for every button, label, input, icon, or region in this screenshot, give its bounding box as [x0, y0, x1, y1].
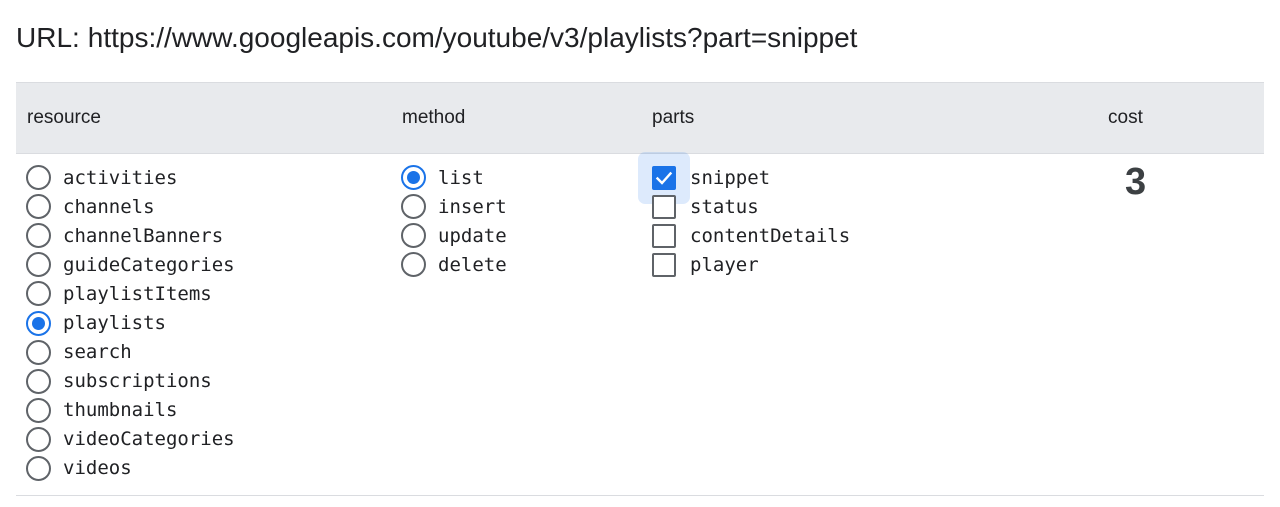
url-line: URL:https://www.googleapis.com/youtube/v…: [16, 18, 857, 58]
radio-button-icon[interactable]: [26, 368, 51, 394]
part-option-status[interactable]: status: [651, 192, 1108, 221]
part-label: status: [690, 195, 759, 218]
radio-button-icon[interactable]: [26, 426, 51, 452]
radio-button-icon[interactable]: [26, 194, 51, 220]
resource-option-playlists[interactable]: playlists: [26, 308, 391, 337]
radio-button-checked-icon[interactable]: [26, 310, 51, 336]
resource-label: channels: [63, 195, 155, 218]
resource-option-search[interactable]: search: [26, 338, 391, 367]
radio-button-checked-icon[interactable]: [401, 165, 426, 191]
method-option-delete[interactable]: delete: [401, 250, 641, 279]
resource-options: activities channels channelBanners guide…: [16, 154, 391, 496]
resource-label: thumbnails: [63, 399, 178, 422]
resource-option-videocategories[interactable]: videoCategories: [26, 425, 391, 454]
method-label: list: [438, 166, 484, 189]
checkbox-icon[interactable]: [652, 223, 676, 248]
resource-option-subscriptions[interactable]: subscriptions: [26, 367, 391, 396]
radio-button-icon[interactable]: [26, 339, 51, 365]
part-option-player[interactable]: player: [651, 250, 1108, 279]
part-label: contentDetails: [690, 224, 851, 247]
header-cost: cost: [1108, 107, 1143, 128]
resource-label: subscriptions: [63, 370, 212, 393]
resource-label: channelBanners: [63, 224, 224, 247]
resource-label: activities: [63, 166, 178, 189]
part-label: snippet: [690, 166, 771, 189]
table-body-row: activities channels channelBanners guide…: [16, 154, 1264, 496]
resource-option-activities[interactable]: activities: [26, 163, 391, 192]
resource-option-playlistitems[interactable]: playlistItems: [26, 279, 391, 308]
method-options: list insert update delete: [391, 154, 641, 496]
header-method: method: [402, 107, 466, 128]
method-label: delete: [438, 253, 507, 276]
method-label: insert: [438, 195, 507, 218]
resource-label: search: [63, 341, 132, 364]
method-option-update[interactable]: update: [401, 221, 641, 250]
radio-button-icon[interactable]: [26, 165, 51, 191]
check-mark-icon: [655, 171, 673, 185]
cost-cell: 3: [1108, 154, 1264, 496]
url-value: https://www.googleapis.com/youtube/v3/pl…: [87, 22, 858, 53]
part-option-contentdetails[interactable]: contentDetails: [651, 221, 1108, 250]
checkbox-icon[interactable]: [652, 252, 676, 277]
header-parts: parts: [652, 107, 695, 128]
resource-label: playlistItems: [63, 282, 212, 305]
resource-option-channels[interactable]: channels: [26, 192, 391, 221]
resource-option-videos[interactable]: videos: [26, 454, 391, 483]
checkbox-checked-icon[interactable]: [652, 165, 676, 190]
part-label: player: [690, 253, 759, 276]
radio-button-icon[interactable]: [26, 455, 51, 481]
radio-button-icon[interactable]: [26, 397, 51, 423]
resource-option-channelbanners[interactable]: channelBanners: [26, 221, 391, 250]
parts-options: snippet status contentDetails player: [641, 154, 1108, 496]
radio-button-icon[interactable]: [401, 223, 426, 249]
radio-button-icon[interactable]: [401, 252, 426, 278]
method-option-list[interactable]: list: [401, 163, 641, 192]
cost-value: 3: [1125, 161, 1147, 203]
resource-option-thumbnails[interactable]: thumbnails: [26, 396, 391, 425]
resource-label: videos: [63, 457, 132, 480]
resource-label: playlists: [63, 312, 166, 335]
resource-option-guidecategories[interactable]: guideCategories: [26, 250, 391, 279]
resource-label: videoCategories: [63, 428, 235, 451]
checkbox-icon[interactable]: [652, 194, 676, 219]
url-label: URL:: [16, 22, 80, 53]
table-header-row: resource method parts cost: [16, 82, 1264, 154]
resource-label: guideCategories: [63, 253, 235, 276]
radio-button-icon[interactable]: [26, 223, 51, 249]
api-cost-table: resource method parts cost activities ch…: [16, 82, 1264, 496]
radio-button-icon[interactable]: [401, 194, 426, 220]
method-option-insert[interactable]: insert: [401, 192, 641, 221]
method-label: update: [438, 224, 507, 247]
header-resource: resource: [27, 107, 101, 128]
radio-button-icon[interactable]: [26, 281, 51, 307]
part-option-snippet[interactable]: snippet: [651, 163, 1108, 192]
radio-button-icon[interactable]: [26, 252, 51, 278]
